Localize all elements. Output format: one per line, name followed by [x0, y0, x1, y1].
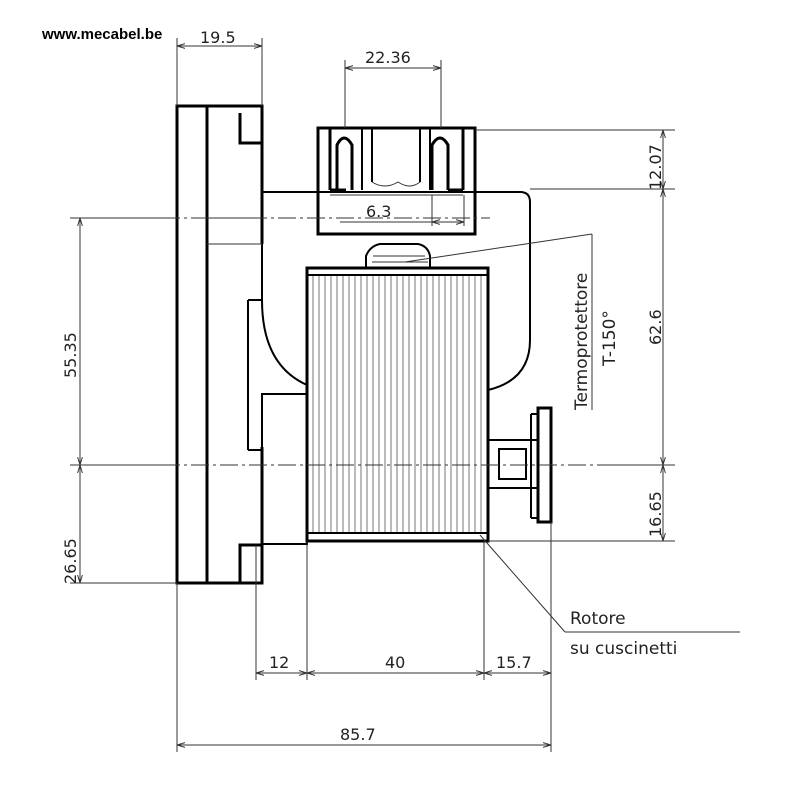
dim-gear-depth: 12	[269, 653, 289, 672]
annotations: Termoprotettore T-150° Rotore su cuscine…	[404, 233, 740, 659]
dim-connector-height: 12.07	[646, 144, 665, 190]
output-shaft	[487, 406, 553, 524]
dim-shaft-length: 15.7	[496, 653, 532, 672]
dim-upper-height: 62.6	[646, 309, 665, 345]
rotor-label: Rotore	[570, 609, 626, 629]
dim-total-length: 85.7	[340, 725, 376, 744]
dim-body-length: 40	[385, 653, 405, 672]
connector-block	[316, 126, 477, 236]
dim-terminal-width: 6.3	[366, 202, 391, 221]
dim-left-upper-height: 55.35	[61, 332, 80, 378]
thermoprotector	[365, 243, 431, 268]
gearbox-flange	[175, 104, 264, 585]
thermo-rating: T-150°	[600, 310, 620, 367]
rotor-bearing-label: su cuscinetti	[570, 639, 677, 659]
stator-body	[305, 266, 490, 543]
dim-flange-width: 19.5	[200, 28, 236, 47]
thermo-label: Termoprotettore	[572, 273, 592, 411]
dimensions: 19.5 22.36 6.3 12.07 62.6 16.65 55.35 26…	[61, 28, 675, 752]
website-label: www.mecabel.be	[41, 26, 162, 43]
dim-left-lower-height: 26.65	[61, 538, 80, 584]
dim-connector-spacing: 22.36	[365, 48, 411, 67]
center-lines	[162, 217, 600, 466]
dim-lower-height: 16.65	[646, 491, 665, 537]
